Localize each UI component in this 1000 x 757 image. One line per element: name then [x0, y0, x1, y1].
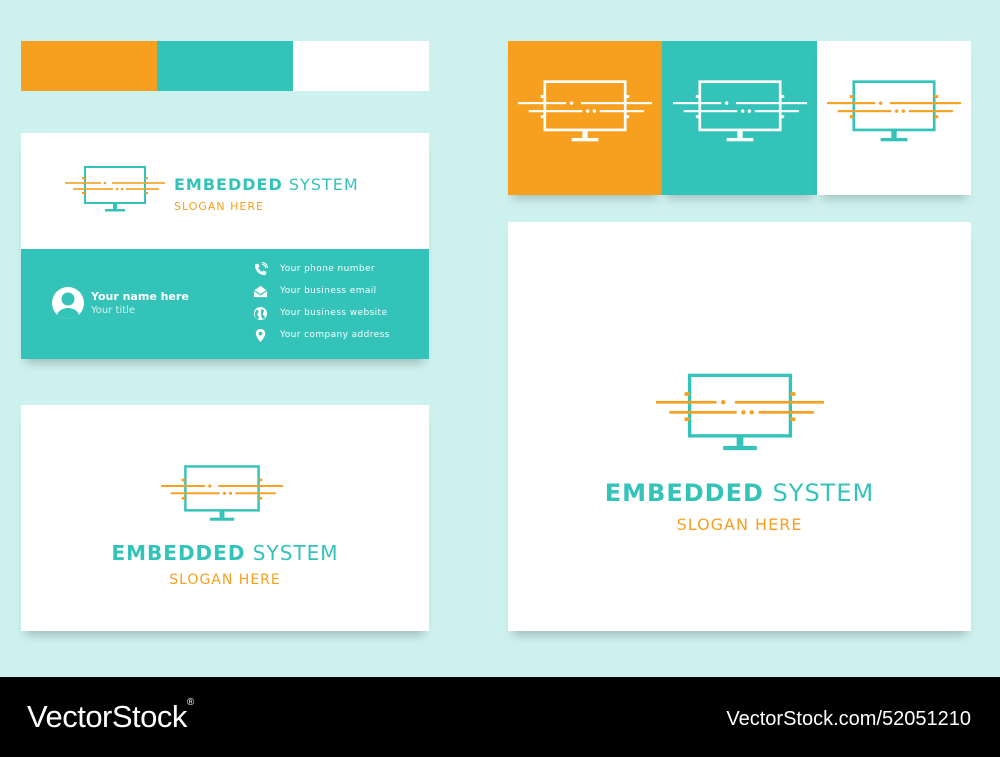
logo-variant-white [817, 41, 971, 195]
embedded-system-logo-icon [161, 464, 283, 525]
brand-word-embedded: EMBEDDED [111, 541, 246, 565]
vectorstock-url[interactable]: VectorStock.com/52051210 [726, 708, 971, 730]
swatch-orange [21, 41, 157, 91]
embedded-system-logo-icon [65, 165, 165, 215]
contact-email-text: Your business email [280, 286, 377, 296]
contact-website-text: Your business website [280, 308, 388, 318]
globe-icon [253, 306, 268, 320]
contact-name: Your name here [91, 290, 189, 303]
email-icon [253, 285, 268, 297]
business-card: EMBEDDED SYSTEM SLOGAN HERE Your name he… [21, 133, 429, 359]
embedded-system-logo-icon [518, 79, 652, 146]
contact-email: Your business email [253, 282, 377, 300]
phone-icon [254, 261, 268, 275]
brand-name: EMBEDDED SYSTEM [174, 175, 359, 194]
contact-title: Your title [91, 305, 136, 316]
brand-slogan: SLOGAN HERE [676, 515, 803, 534]
registered-mark: ® [186, 697, 194, 708]
brand-slogan: SLOGAN HERE [169, 572, 281, 588]
contact-phone: Your phone number [253, 260, 375, 278]
vectorstock-logo: VectorStock® [27, 697, 194, 735]
brand-word-system: SYSTEM [772, 479, 875, 507]
location-pin-icon [255, 328, 266, 342]
embedded-system-logo-icon [656, 372, 824, 456]
swatch-teal [157, 41, 293, 91]
business-card-front: EMBEDDED SYSTEM SLOGAN HERE [21, 133, 429, 249]
brand-word-system: SYSTEM [252, 541, 339, 565]
business-card-back: Your name here Your title Your phone num… [21, 249, 429, 359]
contact-address-text: Your company address [280, 330, 390, 340]
vectorstock-footer: VectorStock® VectorStock.com/52051210 [0, 677, 1000, 757]
embedded-system-logo-icon [673, 79, 807, 146]
brand-word-embedded: EMBEDDED [174, 175, 283, 194]
brand-name: EMBEDDED SYSTEM [508, 479, 971, 507]
brand-word-embedded: EMBEDDED [604, 479, 764, 507]
logo-variant-orange [508, 41, 662, 195]
brand-slogan: SLOGAN HERE [174, 200, 264, 213]
logo-card-large: EMBEDDED SYSTEM SLOGAN HERE [508, 222, 971, 631]
contact-address: Your company address [253, 326, 390, 344]
brand-name: EMBEDDED SYSTEM [21, 541, 429, 565]
contact-phone-text: Your phone number [280, 264, 376, 274]
logo-variant-teal [662, 41, 817, 195]
brand-word-system: SYSTEM [288, 175, 359, 194]
avatar-icon [52, 287, 84, 319]
embedded-system-logo-icon [827, 79, 961, 146]
contact-website: Your business website [253, 304, 387, 322]
logo-card-small: EMBEDDED SYSTEM SLOGAN HERE [21, 405, 429, 631]
vectorstock-logo-text: VectorStock [27, 699, 187, 734]
swatch-white [293, 41, 429, 91]
